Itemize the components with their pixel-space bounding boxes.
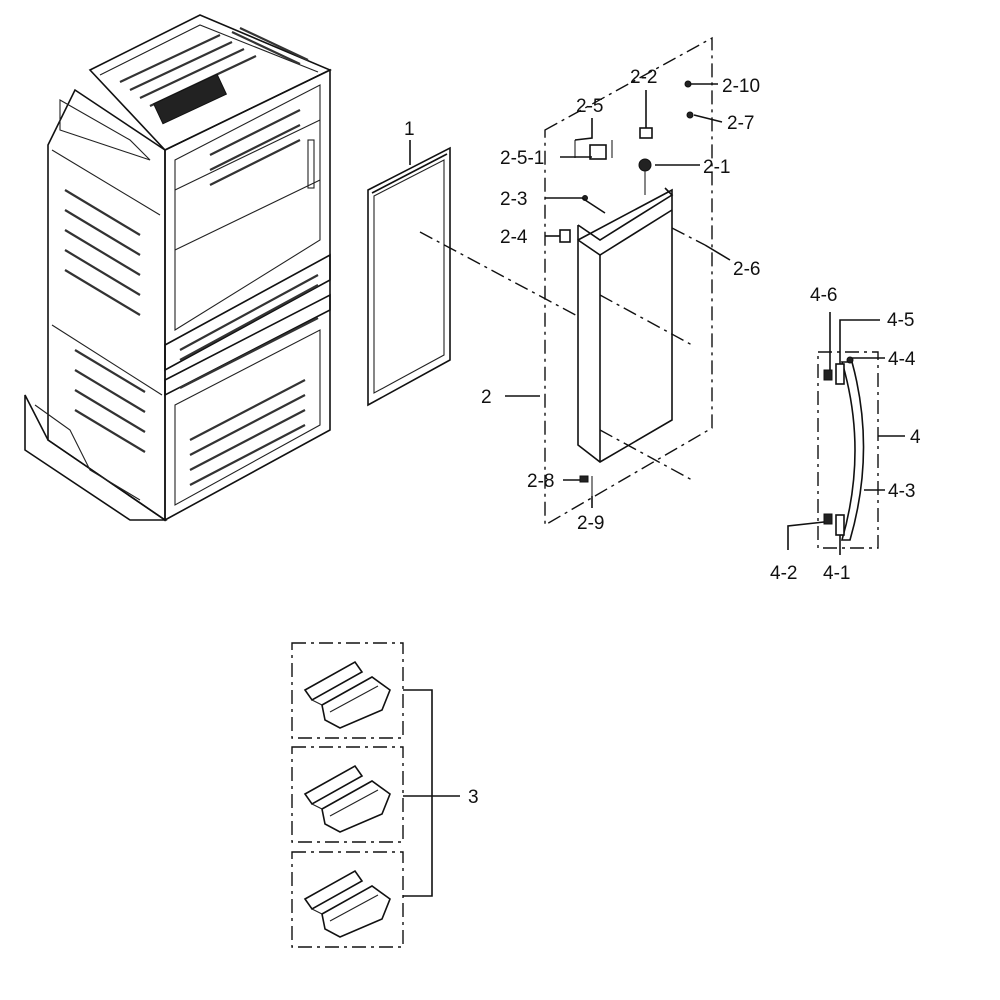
label-4-3: 4-3	[888, 481, 915, 502]
label-2-3: 2-3	[500, 189, 527, 210]
door-bin	[303, 660, 391, 729]
label-2-9: 2-9	[577, 513, 604, 534]
screw-2-7	[686, 111, 694, 119]
control-box	[152, 73, 228, 125]
gasket-part	[367, 146, 451, 407]
door-bin	[303, 869, 391, 938]
label-4-4: 4-4	[888, 349, 916, 370]
handle-assembly	[817, 351, 879, 549]
label-4-2: 4-2	[770, 563, 797, 584]
label-2-8: 2-8	[527, 471, 554, 492]
door-bins-group	[291, 642, 460, 948]
refrigerator-cabinet	[24, 14, 332, 522]
label-4-6: 4-6	[810, 285, 837, 306]
label-4-5: 4-5	[887, 310, 914, 331]
label-4-1: 4-1	[823, 563, 850, 584]
label-2-2: 2-2	[630, 67, 657, 88]
label-4: 4	[910, 427, 921, 448]
cap-2-4	[559, 229, 571, 243]
door-bin	[303, 764, 391, 833]
door-panel	[577, 187, 674, 463]
label-2-1: 2-1	[703, 157, 730, 178]
hinge-body-2-5	[589, 144, 607, 160]
label-2-5-1: 2-5-1	[500, 148, 544, 169]
bracket-2-2	[639, 127, 653, 139]
hinge-cap-2-1	[638, 158, 652, 172]
pin-2-8	[579, 475, 589, 483]
label-2-4: 2-4	[500, 227, 528, 248]
label-3: 3	[468, 787, 479, 808]
door-assembly-dashed-group	[544, 36, 713, 527]
side-vents	[64, 189, 146, 453]
part-labels: 1 2 2-1 2-2 2-3 2-4 2-5 2-5-1 2-6 2-7 2-…	[404, 67, 921, 808]
label-2-10: 2-10	[722, 76, 760, 97]
label-2-5: 2-5	[576, 96, 603, 117]
label-1: 1	[404, 119, 415, 140]
label-2: 2	[481, 387, 492, 408]
label-2-7: 2-7	[727, 113, 754, 134]
label-2-6: 2-6	[733, 259, 760, 280]
leader-lines	[409, 83, 905, 555]
